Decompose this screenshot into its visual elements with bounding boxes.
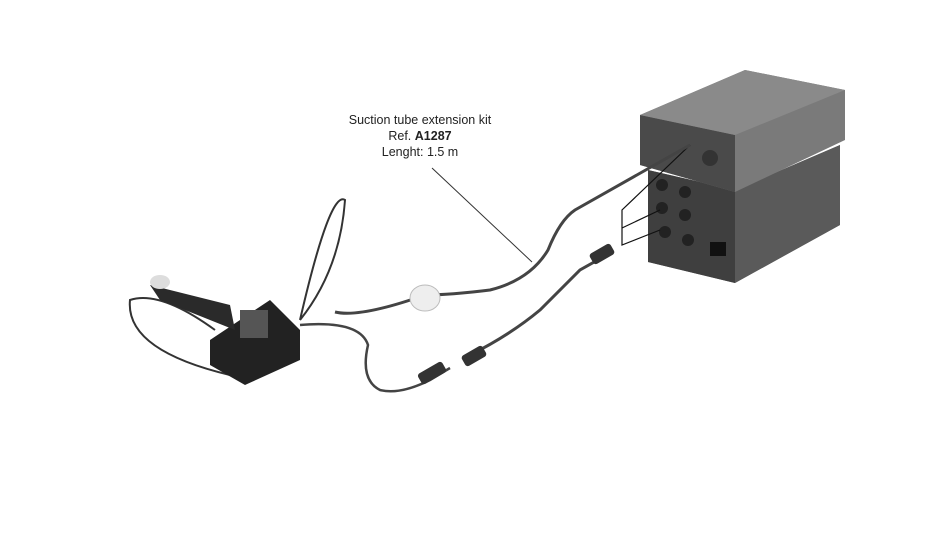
callout-ref-code: A1287 [414, 129, 452, 143]
callout-title: Suction tube extension kit [348, 113, 492, 127]
callout-label: Suction tube extension kit Ref. A1287 Le… [330, 112, 510, 160]
suction-tube [334, 143, 691, 315]
callout-ref: Ref. A1287 [330, 128, 510, 144]
connector [417, 361, 447, 385]
callout-leader-line [431, 167, 533, 263]
connector [461, 345, 487, 367]
desoldering-stand [150, 275, 300, 385]
callout-ref-prefix: Ref. [388, 129, 412, 143]
connector [589, 243, 615, 265]
control-station [640, 70, 845, 283]
callout-length: Lenght: 1.5 m [381, 145, 459, 159]
power-cable [469, 250, 613, 357]
filter [409, 284, 441, 312]
